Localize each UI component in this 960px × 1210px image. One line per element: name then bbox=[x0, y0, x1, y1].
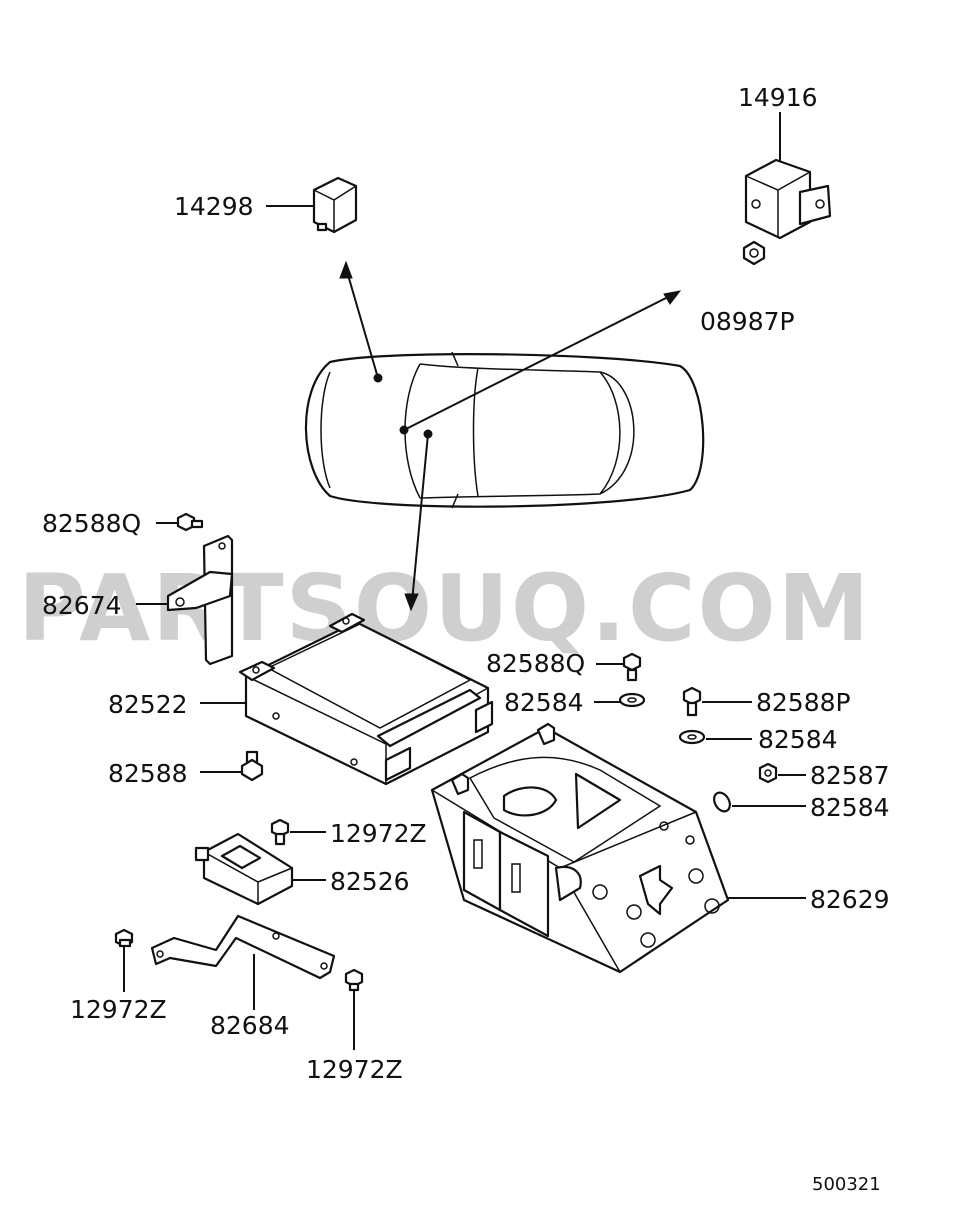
label-82587: 82587 bbox=[810, 761, 890, 790]
label-08987P: 08987P bbox=[700, 307, 795, 336]
hardware-right: 82588Q 82584 82588P 82584 82587 82584 bbox=[486, 649, 890, 822]
label-82588P: 82588P bbox=[756, 688, 851, 717]
label-82526: 82526 bbox=[330, 867, 410, 896]
label-82588Q-top: 82588Q bbox=[42, 509, 141, 538]
label-82588: 82588 bbox=[108, 759, 188, 788]
label-82522: 82522 bbox=[108, 690, 188, 719]
diagram-number: 500321 bbox=[812, 1174, 881, 1195]
label-12972Z-a: 12972Z bbox=[330, 819, 427, 848]
label-82584-c: 82584 bbox=[810, 793, 890, 822]
screw-12972Z-b: 12972Z bbox=[70, 928, 167, 1024]
label-82584-b: 82584 bbox=[758, 725, 838, 754]
label-82684: 82684 bbox=[210, 1011, 290, 1040]
location-arrows bbox=[339, 260, 682, 612]
bracket-82674: 82588Q 82674 bbox=[42, 509, 234, 666]
watermark: PARTSOUQ.COM bbox=[18, 555, 871, 662]
label-14298: 14298 bbox=[174, 192, 254, 221]
bracket-box-82629: 82629 bbox=[430, 722, 890, 974]
label-82629: 82629 bbox=[810, 885, 890, 914]
label-82588Q-mid: 82588Q bbox=[486, 649, 585, 678]
label-82584-a: 82584 bbox=[504, 688, 584, 717]
label-12972Z-c: 12972Z bbox=[306, 1055, 403, 1084]
label-12972Z-b: 12972Z bbox=[70, 995, 167, 1024]
bracket-82684: 82684 bbox=[150, 914, 336, 1040]
bolt-82588: 82588 bbox=[108, 750, 264, 788]
relay-14916: 14916 08987P bbox=[700, 83, 832, 336]
screw-12972Z-c: 12972Z bbox=[306, 968, 403, 1084]
label-14916: 14916 bbox=[738, 83, 818, 112]
screw-12972Z-a: 12972Z bbox=[270, 818, 427, 848]
relay-14298: 14298 bbox=[174, 176, 358, 234]
control-unit-82522: 82522 bbox=[108, 612, 494, 786]
module-82526: 82526 bbox=[194, 832, 410, 906]
label-82674: 82674 bbox=[42, 591, 122, 620]
vehicle-outline bbox=[304, 351, 705, 509]
